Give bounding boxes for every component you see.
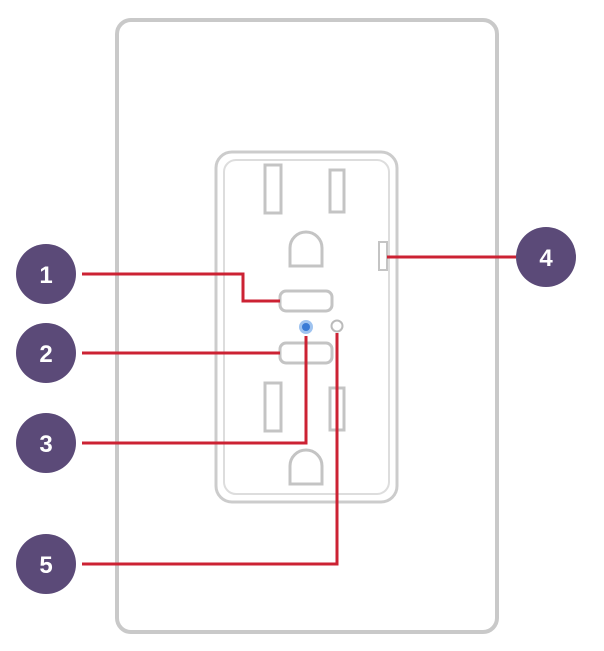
button-1[interactable] <box>278 289 334 313</box>
leader-line-5 <box>82 333 339 566</box>
top-receptacle <box>263 163 346 268</box>
callout-5: 5 <box>16 534 76 594</box>
status-led-core <box>302 323 310 331</box>
callout-4: 4 <box>516 227 576 287</box>
callout-2-label: 2 <box>39 341 52 368</box>
callout-5-label: 5 <box>39 552 52 579</box>
leader-line-3 <box>82 336 308 445</box>
callout-1-label: 1 <box>39 262 52 289</box>
callout-4-label: 4 <box>539 245 553 272</box>
callout-3-label: 3 <box>39 431 52 458</box>
bottom-receptacle <box>263 381 346 486</box>
side-tab <box>378 241 388 271</box>
bottom-receptacle-ground-hole <box>288 448 324 486</box>
leader-line-1 <box>82 272 280 303</box>
indicator-hole <box>330 319 344 333</box>
callout-3: 3 <box>16 413 76 473</box>
top-receptacle-ground-hole <box>288 230 324 268</box>
top-receptacle-slot-left <box>263 163 283 215</box>
callout-2: 2 <box>16 323 76 383</box>
bottom-receptacle-slot-left <box>263 381 283 433</box>
callout-1: 1 <box>16 244 76 304</box>
top-receptacle-slot-right <box>328 168 346 214</box>
